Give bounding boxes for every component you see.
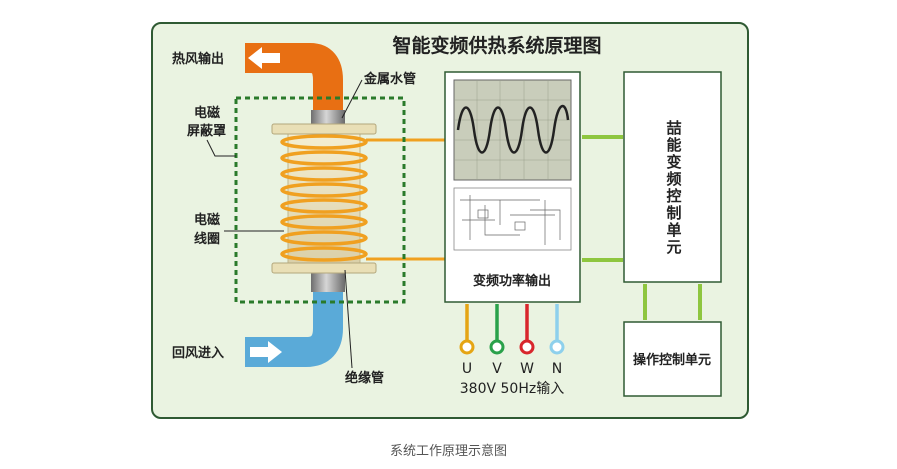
phase-u-label: U	[462, 361, 472, 377]
hot-air-arrow	[248, 47, 280, 69]
phase-n-label: N	[552, 361, 562, 377]
return-air-arrow	[250, 341, 282, 363]
bottom-flange	[271, 262, 377, 274]
label-hot-air-out: 热风输出	[172, 51, 224, 67]
control-unit-char-1: 能	[666, 136, 681, 154]
metal-pipe-leader	[341, 79, 363, 119]
control-unit-char-3: 频	[666, 170, 681, 188]
return-air-pipe	[245, 270, 343, 367]
figure-caption: 系统工作原理示意图	[389, 444, 507, 459]
diagram-title: 智能变频供热系统原理图	[392, 34, 601, 57]
label-insulation-pipe: 绝缘管	[345, 370, 384, 386]
phase-w-label: W	[520, 361, 534, 377]
insulation-leader	[344, 269, 353, 369]
vf-control-unit	[623, 71, 722, 283]
label-shield-2: 屏蔽罩	[187, 123, 226, 139]
shield-leader	[206, 139, 236, 157]
sine-waveform	[456, 105, 570, 154]
phase-n: N	[549, 304, 565, 377]
control-unit-char-6: 单	[666, 221, 681, 239]
label-power-input: 380V 50Hz输入	[460, 381, 564, 397]
control-unit-char-2: 变	[666, 153, 681, 171]
top-flange	[271, 123, 377, 135]
em-coil	[280, 134, 368, 262]
label-coil-1: 电磁	[194, 212, 220, 228]
label-shield-1: 电磁	[194, 105, 220, 121]
operation-control-unit	[623, 321, 722, 397]
em-shield	[234, 96, 406, 304]
phase-v: V	[489, 304, 505, 377]
label-vf-output: 变频功率输出	[473, 273, 551, 289]
control-unit-char-7: 元	[666, 238, 681, 256]
label-coil-2: 线圈	[194, 231, 220, 247]
circuit-lines	[460, 195, 561, 245]
hot-air-pipe	[245, 43, 343, 135]
phase-v-label: V	[492, 361, 502, 377]
control-unit-char-5: 制	[666, 204, 681, 222]
label-operation-unit: 操作控制单元	[633, 352, 711, 368]
circuit-schematic	[453, 187, 572, 251]
control-unit-char-4: 控	[666, 187, 681, 205]
control-unit-char-0: 喆	[666, 119, 681, 137]
oscilloscope-grid	[454, 80, 571, 180]
label-return-air-in: 回风进入	[172, 346, 224, 361]
label-metal-pipe: 金属水管	[363, 71, 416, 87]
phase-w: W	[519, 304, 535, 377]
phase-u: U	[459, 304, 475, 377]
